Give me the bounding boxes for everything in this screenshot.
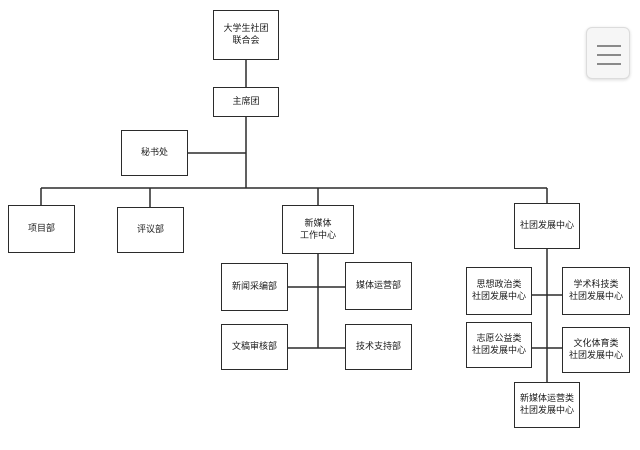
node-culture-sports-center: 文化体育类 社团发展中心 [562, 327, 630, 373]
node-tech-support-dept: 技术支持部 [345, 324, 412, 370]
node-volunteer-center: 志愿公益类 社团发展中心 [466, 322, 532, 368]
node-secretariat: 秘书处 [121, 130, 188, 176]
node-new-media-ops-center: 新媒体运营类 社团发展中心 [514, 382, 580, 428]
menu-button[interactable] [586, 27, 630, 79]
node-new-media-center: 新媒体 工作中心 [282, 205, 354, 254]
node-review-dept: 评议部 [117, 207, 184, 253]
node-media-ops-dept: 媒体运营部 [345, 262, 412, 310]
node-copy-review-dept: 文稿审核部 [221, 324, 288, 370]
node-club-dev-center: 社团发展中心 [514, 203, 580, 249]
node-academic-center: 学术科技类 社团发展中心 [562, 267, 630, 315]
node-ideology-center: 思想政治类 社团发展中心 [466, 267, 532, 315]
node-news-dept: 新闻采编部 [221, 263, 288, 311]
node-presidium: 主席团 [213, 87, 279, 117]
node-union: 大学生社团 联合会 [213, 10, 279, 60]
node-project-dept: 项目部 [8, 205, 75, 253]
